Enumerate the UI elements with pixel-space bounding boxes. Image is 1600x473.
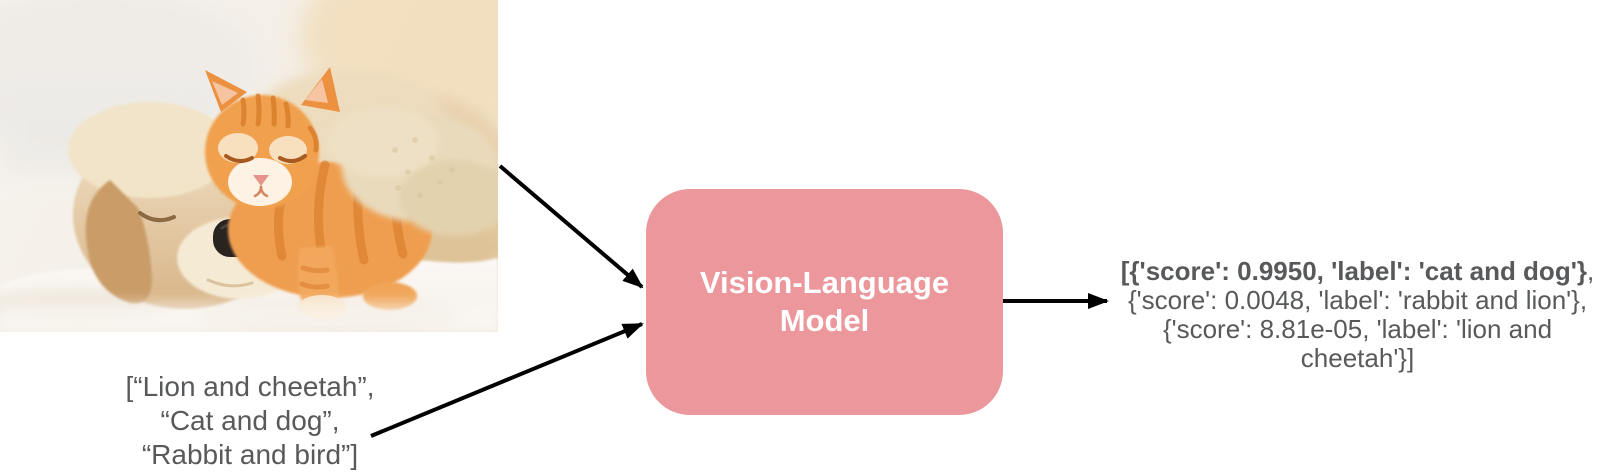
vision-language-model-box: Vision-Language Model	[646, 189, 1003, 415]
output-top-score: [{'score': 0.9950, 'label': 'cat and dog…	[1120, 256, 1587, 286]
candidate-labels-line: [“Lion and cheetah”,	[125, 371, 375, 402]
kitten-head	[205, 67, 340, 209]
carpet-foreground-glow	[0, 302, 498, 332]
arrow-image-to-model	[498, 164, 644, 289]
input-image	[0, 0, 498, 332]
output-line-3: {'score': 8.81e-05, 'label': 'lion and c…	[1162, 314, 1553, 373]
output-line-1-suffix: ,	[1587, 256, 1595, 286]
candidate-labels-text: [“Lion and cheetah”, “Cat and dog”, “Rab…	[98, 370, 402, 472]
model-label-line1: Vision-Language	[699, 265, 950, 300]
arrow-text-to-model	[370, 322, 644, 438]
candidate-labels-line: “Rabbit and bird”]	[141, 439, 359, 470]
output-line-2: {'score': 0.0048, 'label': 'rabbit and l…	[1127, 285, 1588, 315]
model-label-line2: Model	[779, 303, 870, 338]
blanket	[327, 106, 498, 236]
pet-photo-illustration	[0, 0, 498, 332]
model-output-text: [{'score': 0.9950, 'label': 'cat and dog…	[1105, 257, 1600, 373]
output-line-1: [{'score': 0.9950, 'label': 'cat and dog…	[1105, 257, 1600, 286]
candidate-labels-line: “Cat and dog”,	[160, 405, 340, 436]
